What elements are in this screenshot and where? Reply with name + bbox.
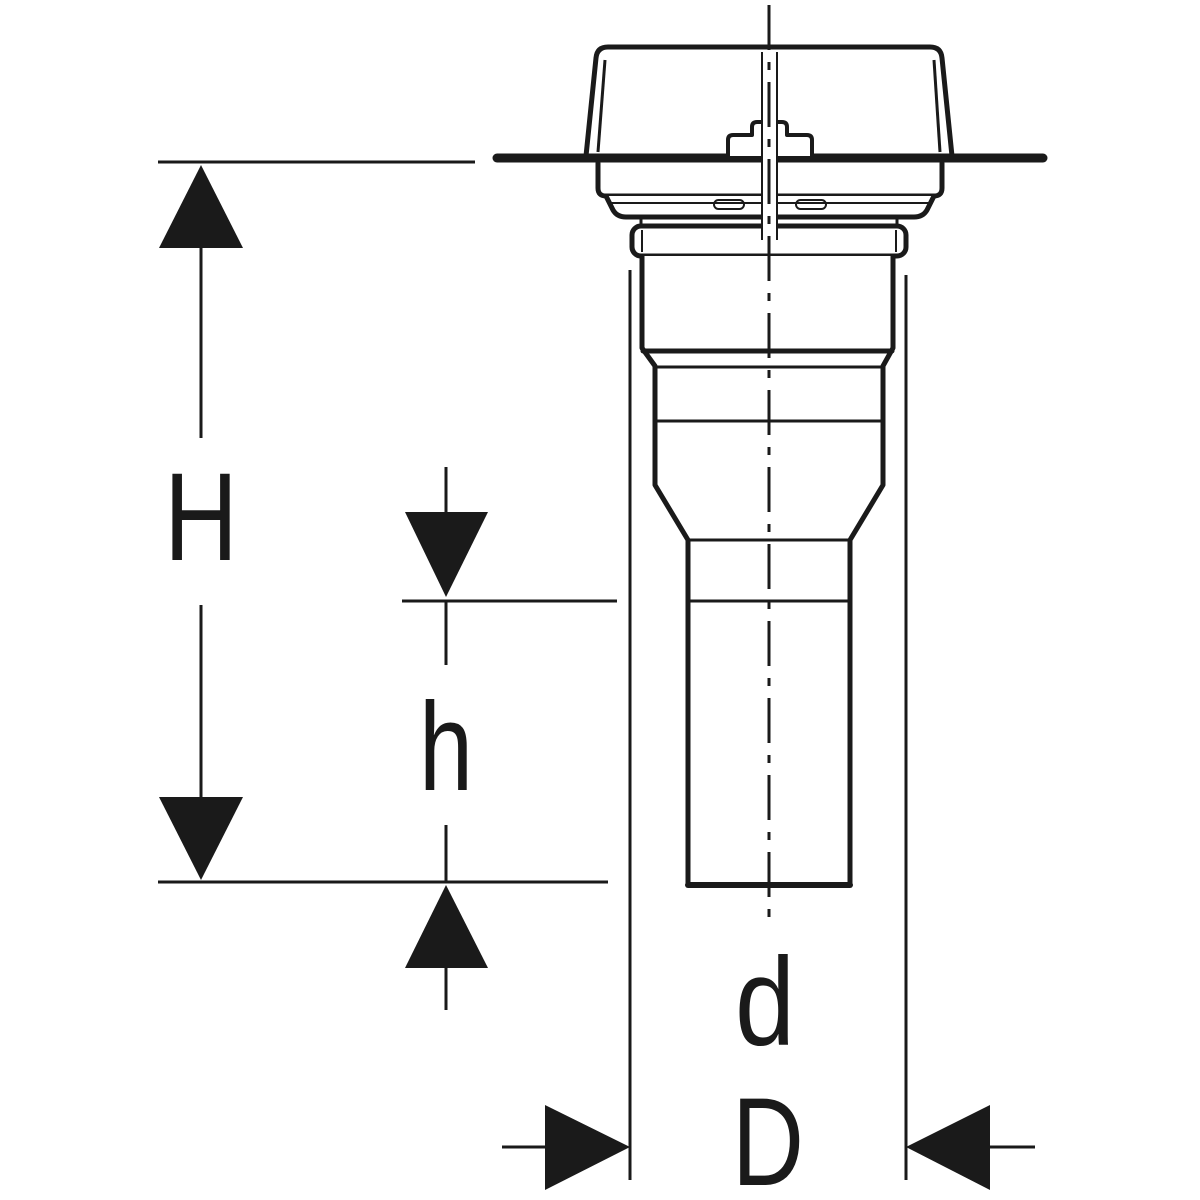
D-arrow-right <box>906 1105 990 1190</box>
H-arrow-top <box>159 165 243 248</box>
centerline-group <box>761 5 778 920</box>
dimension-H: H <box>158 160 608 884</box>
D-label: D <box>732 1073 804 1200</box>
grate-slot-left <box>713 199 745 210</box>
d-label: d <box>735 933 795 1072</box>
lid-inner-right-edge <box>932 59 942 153</box>
h-label: h <box>419 678 473 817</box>
lid-inner-left-edge <box>596 59 607 153</box>
D-arrow-left <box>545 1105 630 1190</box>
h-arrow-bottom <box>405 885 488 968</box>
h-arrow-top <box>405 512 488 597</box>
grate-slot-right <box>795 199 827 210</box>
dimension-D: d D <box>502 270 1035 1200</box>
H-arrow-bottom <box>159 797 243 880</box>
H-label: H <box>164 448 238 587</box>
dimension-h: h <box>402 467 617 1010</box>
